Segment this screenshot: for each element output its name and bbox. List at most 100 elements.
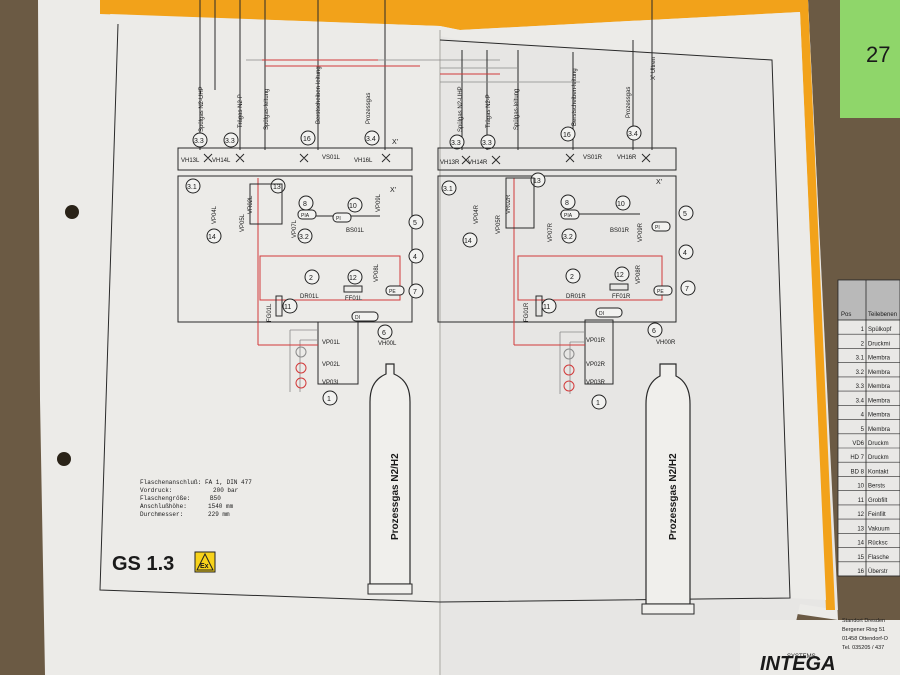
table-row-name: Druckmi	[868, 341, 890, 347]
svg-text:PIA: PIA	[301, 213, 310, 219]
main-manifold-box	[177, 175, 413, 323]
svg-text:VH13R: VH13R	[440, 160, 460, 166]
svg-text:Ex: Ex	[200, 563, 209, 570]
svg-text:Standort Dresden: Standort Dresden	[842, 618, 885, 624]
svg-text:Trägas N2-P: Trägas N2-P	[486, 94, 492, 128]
svg-text:VH14R: VH14R	[468, 160, 488, 166]
svg-text:Flaschengröße:: Flaschengröße:	[140, 495, 190, 502]
left-panel: Spülgas N2-UHP Trägas N2-P Spülgas-leitu…	[177, 0, 500, 595]
table-row-name: Membra	[868, 356, 891, 362]
svg-text:6: 6	[382, 330, 386, 337]
valve-vh16l: VH16L	[354, 158, 373, 164]
company-block: INTEGA SYSTEMS Standort Dresden Bergener…	[740, 618, 900, 675]
svg-text:3.3: 3.3	[451, 140, 461, 147]
svg-text:Tel. 035205 / 437: Tel. 035205 / 437	[842, 645, 884, 651]
svg-text:5: 5	[683, 211, 687, 218]
svg-text:5: 5	[413, 220, 417, 227]
table-row-pos: 11	[858, 498, 865, 504]
svg-text:Anschlußhöhe:: Anschlußhöhe:	[140, 503, 187, 510]
svg-text:1: 1	[327, 396, 331, 403]
bottle-label-left: Prozessgas N2/H2	[390, 453, 401, 540]
svg-text:3.2: 3.2	[299, 234, 309, 241]
svg-text:VH00R: VH00R	[656, 340, 676, 346]
svg-text:3.4: 3.4	[366, 136, 376, 143]
svg-text:3.4: 3.4	[628, 131, 638, 138]
svg-text:12: 12	[349, 275, 357, 282]
svg-text:Teilebenen: Teilebenen	[868, 312, 897, 318]
svg-text:2: 2	[309, 275, 313, 282]
svg-text:VP09R: VP09R	[638, 222, 644, 242]
svg-text:VP02R: VP02R	[586, 362, 606, 368]
x-mark: X'	[392, 139, 398, 146]
svg-text:VP02L: VP02L	[322, 362, 341, 368]
right-page	[440, 0, 838, 675]
ex-mark-icon: Ex	[194, 551, 216, 573]
svg-text:Durchmesser:: Durchmesser:	[140, 511, 183, 518]
svg-text:3.1: 3.1	[443, 186, 453, 193]
svg-text:FG01R: FG01R	[524, 302, 530, 322]
company-logo: INTEGA	[760, 653, 836, 675]
svg-text:VS01R: VS01R	[583, 155, 603, 161]
svg-text:Prozessgas: Prozessgas	[626, 87, 632, 118]
svg-text:8: 8	[565, 200, 569, 207]
svg-text:X' Ultren: X' Ultren	[651, 57, 657, 80]
svg-text:14: 14	[464, 238, 472, 245]
svg-text:3.3: 3.3	[225, 138, 235, 145]
label-spuelgasleitung: Spülgas-leitung	[264, 89, 270, 130]
table-row-name: Feinfilt	[868, 512, 886, 518]
red-loop	[259, 255, 401, 301]
svg-text:FF01R: FF01R	[612, 294, 631, 300]
svg-text:VR02R: VR02R	[506, 194, 512, 214]
svg-text:VP04L: VP04L	[212, 205, 218, 224]
table-row-pos: 14	[857, 541, 864, 547]
table-row-pos: 3.3	[856, 384, 865, 390]
svg-text:1540 mm: 1540 mm	[208, 503, 234, 510]
svg-text:PE: PE	[389, 289, 396, 295]
svg-text:VP03L: VP03L	[322, 380, 341, 386]
table-row-pos: BD 8	[851, 469, 865, 475]
svg-text:PE: PE	[657, 289, 664, 295]
svg-text:FG01L: FG01L	[267, 303, 273, 322]
svg-text:10: 10	[349, 203, 357, 210]
svg-text:VH00L: VH00L	[378, 341, 397, 347]
svg-text:1: 1	[596, 400, 600, 407]
svg-text:FA 1, DIN 477: FA 1, DIN 477	[205, 479, 252, 486]
punch-hole	[65, 205, 79, 219]
svg-text:Berstscheiben-leitung: Berstscheiben-leitung	[572, 68, 578, 126]
drawing-frame-left	[99, 23, 441, 603]
table-row-pos: HD 7	[850, 455, 864, 461]
svg-text:200 bar: 200 bar	[213, 487, 239, 494]
label-traegas: Trägas N2-P	[238, 94, 244, 128]
gas-bottle-left: Prozessgas N2/H2	[367, 363, 413, 595]
label-prozessgas: Prozessgas	[366, 93, 372, 124]
svg-text:PI: PI	[655, 225, 660, 231]
table-row-pos: 2	[861, 341, 865, 347]
svg-text:VP08L: VP08L	[374, 263, 380, 282]
svg-text:DI: DI	[599, 311, 604, 317]
svg-text:VP07L: VP07L	[292, 219, 298, 238]
table-row-pos: 13	[857, 526, 864, 532]
svg-text:VP04R: VP04R	[474, 204, 480, 224]
svg-text:DR01R: DR01R	[566, 294, 586, 300]
table-row-pos: 16	[857, 569, 864, 575]
svg-text:Bergener Ring 51: Bergener Ring 51	[842, 627, 885, 633]
table-row-name: Membra	[868, 398, 891, 404]
svg-text:11: 11	[543, 304, 550, 311]
table-row-pos: 3.2	[856, 370, 865, 376]
svg-text:3.1: 3.1	[187, 184, 197, 191]
sticky-note	[840, 0, 900, 118]
table-row-name: Membra	[868, 384, 891, 390]
svg-text:Spülgas N2-UHP: Spülgas N2-UHP	[458, 86, 464, 132]
svg-text:01458 Ottendorf-O: 01458 Ottendorf-O	[842, 636, 889, 642]
svg-text:12: 12	[616, 272, 624, 279]
svg-text:8: 8	[303, 201, 307, 208]
svg-text:Spülgas-leitung: Spülgas-leitung	[514, 89, 520, 130]
table-row-name: Vakuum	[868, 526, 890, 532]
svg-text:Flaschenanschluß:: Flaschenanschluß:	[140, 479, 201, 486]
svg-text:VP03R: VP03R	[586, 380, 606, 386]
svg-text:2: 2	[570, 274, 574, 281]
bottle-label-right: Prozessgas N2/H2	[668, 453, 679, 540]
label-berstscheiben: Berstscheiben-leitung	[316, 66, 322, 124]
punch-hole	[57, 452, 71, 466]
